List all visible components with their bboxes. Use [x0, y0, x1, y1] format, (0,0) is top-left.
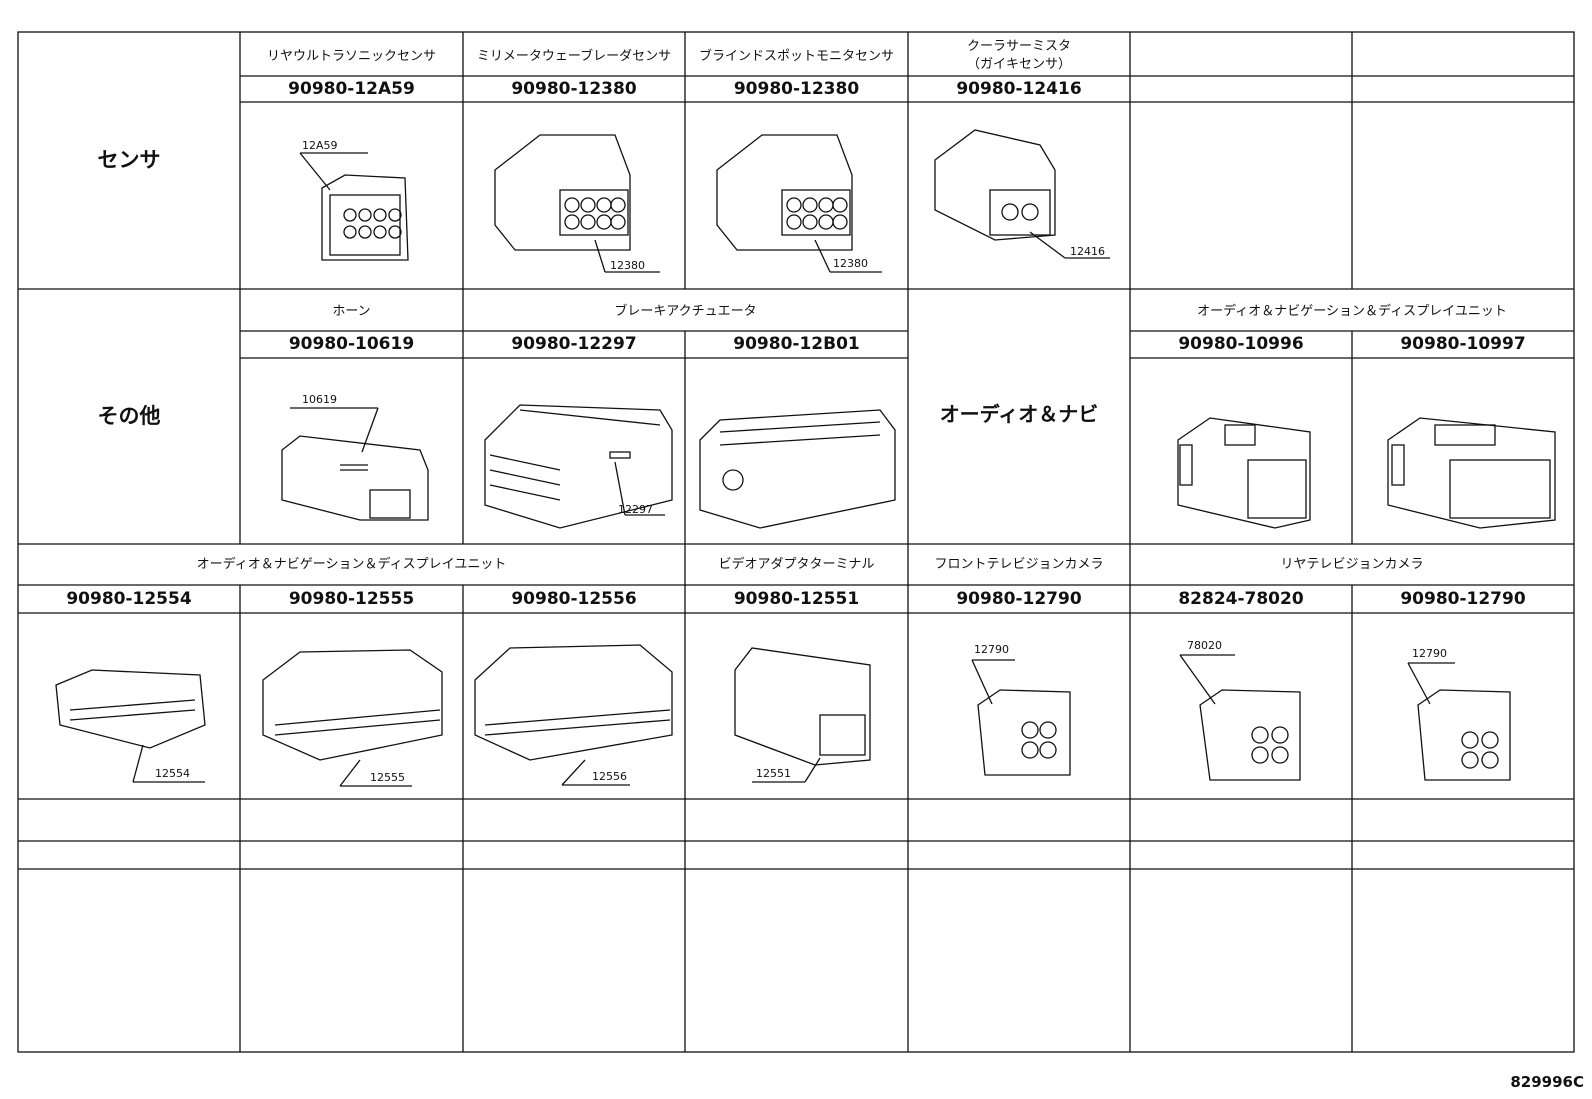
callout-label: 12A59: [302, 139, 338, 152]
part-number: 90980-12297: [511, 334, 637, 354]
part-number: 90980-12380: [511, 79, 637, 99]
callout-label: 12555: [370, 771, 405, 784]
part-number: 90980-12B01: [733, 334, 860, 354]
connector-icon: [1179, 654, 1301, 781]
header-audio-nav-display-unit-2: オーディオ＆ナビゲーション＆ディスプレイユニット: [196, 557, 507, 572]
part-number: 82824-78020: [1178, 589, 1304, 609]
callout-label: 10619: [302, 393, 337, 406]
header-rear-tv-camera: リヤテレビジョンカメラ: [1280, 557, 1424, 572]
callout-label: 78020: [1187, 639, 1222, 652]
part-number: 90980-10619: [288, 334, 415, 354]
connector-icon: [299, 152, 409, 261]
callout-label: 12380: [610, 259, 645, 272]
callout-label: 12790: [974, 643, 1009, 656]
part-number: 90980-12790: [956, 589, 1082, 609]
part-number: 90980-10997: [1400, 334, 1526, 354]
diagram-code: 829996C: [1510, 1073, 1584, 1091]
callout-label: 12554: [155, 767, 190, 780]
header-horn: ホーン: [332, 304, 371, 319]
callout-label: 12380: [833, 257, 868, 270]
header-millimeter-wave-radar-sensor: ミリメータウェーブレーダセンサ: [476, 49, 672, 64]
part-number: 90980-12555: [288, 589, 415, 609]
part-number: 90980-12380: [733, 79, 860, 99]
part-number: 90980-12790: [1400, 589, 1526, 609]
header-video-adapter-terminal: ビデオアダプタターミナル: [718, 557, 875, 572]
category-other: その他: [97, 404, 161, 428]
category-audio-nav: オーディオ＆ナビ: [939, 402, 1099, 426]
part-number: 90980-10996: [1178, 334, 1304, 354]
connector-icon: [494, 134, 660, 273]
connector-icon: [1387, 417, 1556, 529]
callout-label: 12556: [592, 770, 627, 783]
connector-icon: [55, 669, 206, 783]
connector-icon: [734, 647, 871, 783]
connector-icon: [971, 659, 1071, 776]
connector-icon: [699, 409, 896, 529]
callout-label: 12297: [618, 503, 653, 516]
callout-label: 12551: [756, 767, 791, 780]
connector-icon: [484, 404, 673, 529]
connector-icon: [281, 407, 429, 521]
header-front-tv-camera: フロントテレビジョンカメラ: [934, 557, 1104, 572]
part-number: 90980-12556: [511, 589, 637, 609]
connector-icon: [1407, 662, 1511, 781]
connector-icon: [934, 129, 1110, 259]
callout-label: 12790: [1412, 647, 1447, 660]
callout-label: 12416: [1070, 245, 1105, 258]
connector-icon: [1177, 417, 1311, 529]
part-number: 90980-12551: [733, 589, 860, 609]
header-brake-actuator: ブレーキアクチュエータ: [614, 304, 757, 319]
connector-icon: [716, 134, 882, 273]
header-cooler-thermistor-sub: （ガイキセンサ）: [966, 57, 1071, 72]
connector-icon: [262, 649, 443, 787]
part-number: 90980-12A59: [288, 79, 415, 99]
header-blind-spot-monitor-sensor: ブラインドスポットモニタセンサ: [698, 49, 894, 64]
part-number: 90980-12554: [66, 589, 192, 609]
connector-icon: [474, 644, 673, 786]
category-sensor: センサ: [97, 148, 161, 172]
header-cooler-thermistor: クーラサーミスタ: [966, 39, 1071, 54]
part-number: 90980-12416: [956, 79, 1082, 99]
header-audio-nav-display-unit: オーディオ＆ナビゲーション＆ディスプレイユニット: [1197, 304, 1507, 319]
header-rear-ultrasonic-sensor: リヤウルトラソニックセンサ: [266, 49, 436, 64]
